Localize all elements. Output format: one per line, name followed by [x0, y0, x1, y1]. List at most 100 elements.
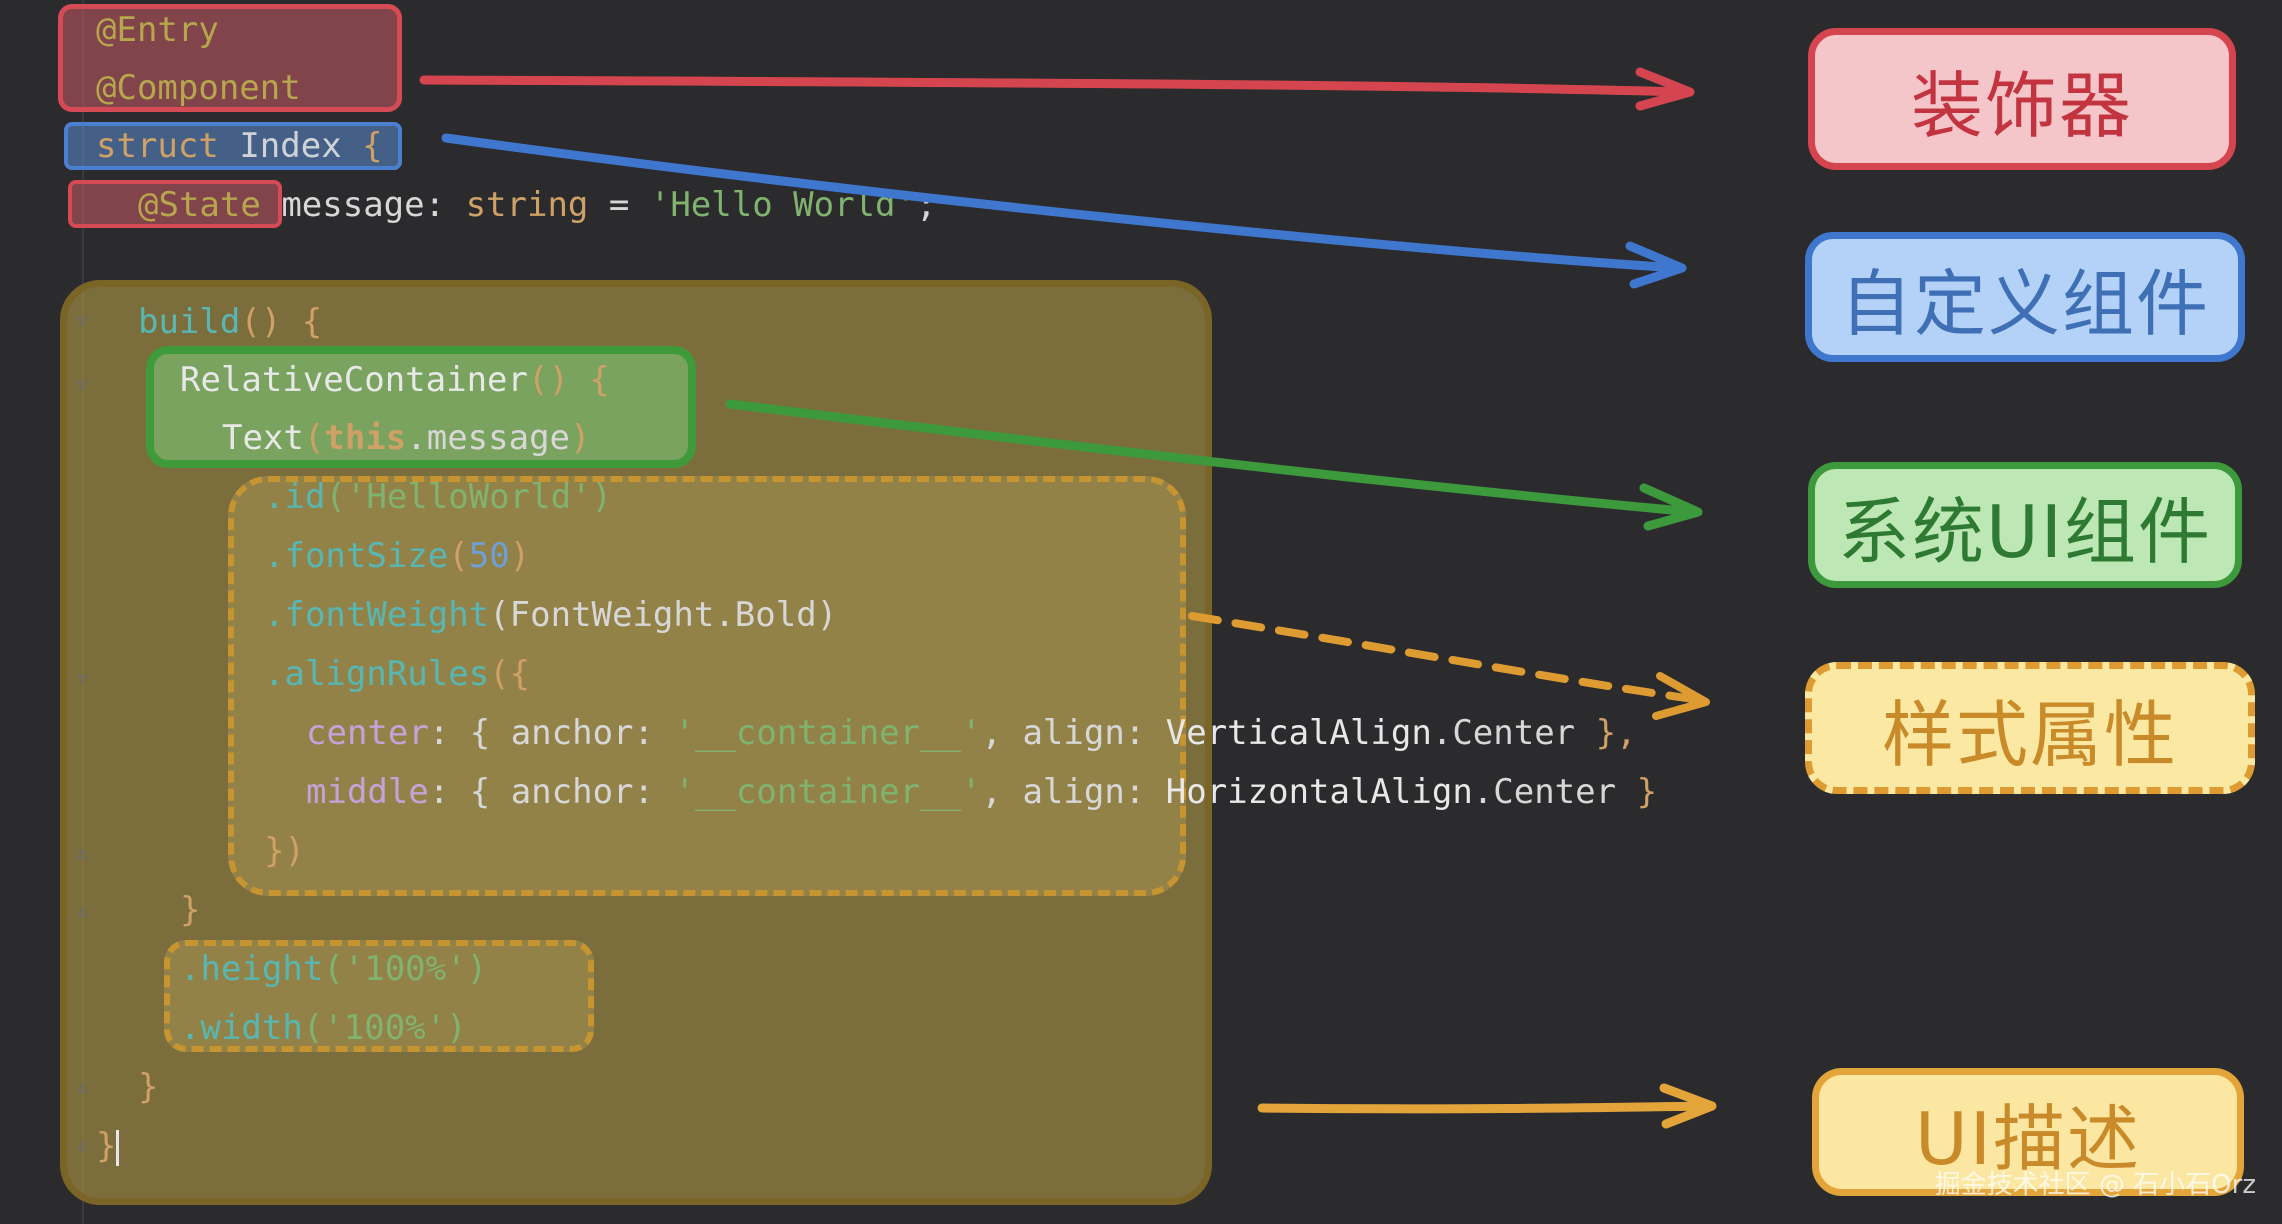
decorator-highlight [58, 4, 402, 112]
center-key: center [306, 713, 429, 753]
state-highlight [68, 180, 282, 228]
system-ui-component-label: 系统UI组件 [1808, 462, 2242, 588]
style-attribute-label: 样式属性 [1805, 662, 2255, 794]
container-style-highlight [164, 940, 594, 1052]
style-attributes-highlight [228, 476, 1186, 896]
code-line: @Entry [96, 10, 219, 50]
font-weight-method: .fontWeight [264, 595, 490, 635]
code-line: .fontWeight(FontWeight.Bold) [264, 595, 837, 635]
state-decorator: @State [138, 185, 261, 225]
code-line: .height('100%') [180, 949, 487, 989]
ui-description-arrowhead [1659, 1083, 1717, 1129]
operator: = [608, 185, 630, 225]
system-ui-arrowhead [1639, 483, 1703, 531]
fold-marker-icon: ▿ [74, 306, 90, 334]
code-line: @Component [96, 68, 301, 108]
type-annotation: string [465, 185, 589, 225]
watermark: 掘金技术社区 @ 石小石Orz [1934, 1170, 2256, 1200]
code-line: .id('HelloWorld') [264, 477, 612, 517]
punctuation: ({ [489, 654, 531, 694]
struct-highlight [64, 122, 402, 170]
width-argument: ('100%') [302, 1008, 467, 1048]
style-attribute-arrow [1188, 612, 1704, 704]
punctuation: } [1616, 772, 1658, 812]
anchor-string: '__container__' [674, 713, 982, 753]
relative-container-name: RelativeContainer [180, 360, 528, 400]
member-access: .message [406, 418, 571, 458]
code-line: middle: { anchor: '__container__', align… [306, 772, 1657, 812]
text-cursor [116, 1129, 120, 1166]
horizontal-align-enum: HorizontalAlign [1165, 772, 1473, 812]
brace: { [362, 126, 383, 166]
punctuation: , align: [981, 713, 1166, 753]
fold-marker-icon: ▿ [74, 370, 90, 398]
build-function: build [138, 302, 241, 342]
punctuation: } [180, 890, 201, 930]
custom-component-label: 自定义组件 [1805, 232, 2245, 362]
code-line: } [180, 890, 200, 930]
punctuation: } [138, 1067, 159, 1107]
code-line: } [138, 1067, 158, 1107]
code-line: Text(this.message) [222, 418, 591, 458]
font-weight-argument: (FontWeight.Bold) [489, 595, 838, 635]
punctuation: () { [240, 302, 323, 342]
id-argument: ('HelloWorld') [325, 477, 612, 517]
decorator-label: 装饰器 [1808, 28, 2236, 170]
code-line: build() { [138, 302, 322, 342]
enum-member: .Center [1431, 713, 1576, 753]
ui-description-label: UI描述 [1812, 1068, 2244, 1196]
decorator-arrow [419, 75, 1691, 97]
code-line: .alignRules({ [264, 654, 530, 694]
struct-name: Index [239, 126, 342, 166]
font-size-method: .fontSize [264, 536, 449, 576]
code-line: center: { anchor: '__container__', align… [306, 713, 1637, 753]
punctuation: } [96, 1126, 117, 1166]
ui-description-arrow [1257, 1101, 1715, 1114]
this-keyword: this [324, 418, 407, 458]
system-ui-arrow [725, 399, 1699, 517]
code-line: }) [264, 831, 305, 871]
font-size-value: 50 [468, 536, 510, 576]
height-method: .height [180, 949, 324, 989]
code-line: } [96, 1126, 120, 1166]
punctuation: , align: [981, 772, 1166, 812]
style-attribute-arrowhead [1652, 672, 1710, 720]
punctuation: ( [303, 418, 325, 458]
vertical-align-enum: VerticalAlign [1165, 713, 1432, 753]
width-method: .width [180, 1008, 303, 1048]
middle-key: middle [306, 772, 429, 812]
fold-marker-icon: ▵ [74, 838, 90, 866]
punctuation: ( [448, 536, 469, 576]
text-component-name: Text [222, 418, 304, 458]
id-method: .id [264, 477, 326, 517]
fold-marker-icon: ▵ [74, 896, 90, 924]
code-line: struct Index { [96, 126, 383, 166]
punctuation: }, [1575, 713, 1637, 753]
punctuation: : { anchor: [428, 772, 675, 812]
align-rules-method: .alignRules [264, 654, 490, 694]
punctuation: () { [528, 360, 610, 400]
struct-keyword: struct [96, 126, 219, 166]
code-line: .fontSize(50) [264, 536, 530, 576]
code-line: RelativeContainer() { [180, 360, 610, 400]
code-line: .width('100%') [180, 1008, 467, 1048]
custom-component-arrow [441, 133, 1683, 273]
state-variable: message [281, 185, 425, 225]
anchor-string: '__container__' [674, 772, 982, 812]
fold-marker-icon: ▿ [74, 664, 90, 692]
punctuation: }) [264, 831, 305, 871]
component-decorator: @Component [96, 68, 301, 108]
custom-component-arrowhead [1625, 241, 1687, 289]
height-argument: ('100%') [323, 949, 488, 989]
fold-marker-icon: ▵ [74, 1072, 90, 1100]
fold-marker-icon: ▵ [74, 1130, 90, 1158]
enum-member: .Center [1472, 772, 1617, 812]
punctuation: ) [570, 418, 591, 458]
entry-decorator: @Entry [96, 10, 219, 50]
decorator-arrowhead [1635, 67, 1695, 111]
relative-container-highlight [146, 346, 696, 468]
punctuation: : { anchor: [428, 713, 675, 753]
punctuation: ) [509, 536, 531, 576]
